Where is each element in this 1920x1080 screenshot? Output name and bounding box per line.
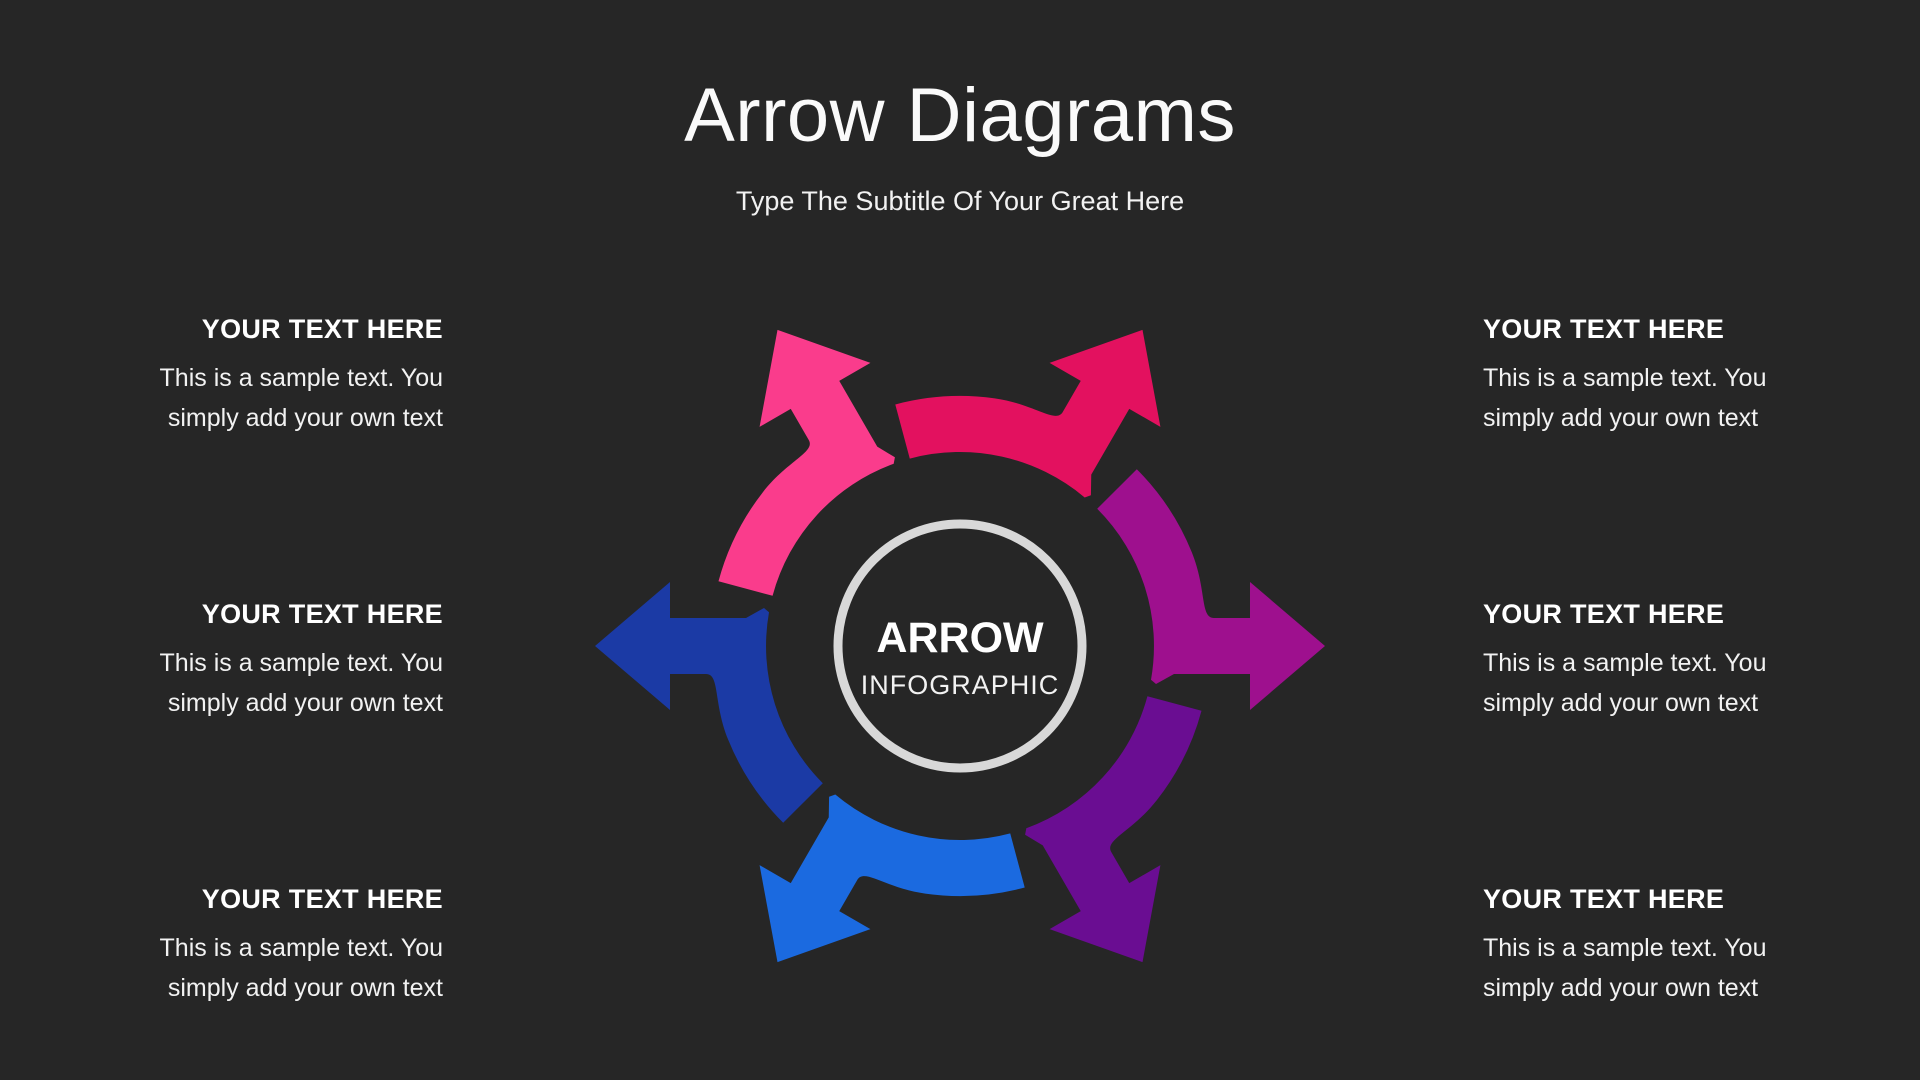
text-block-heading: YOUR TEXT HERE — [201, 884, 443, 914]
center-ring — [833, 519, 1087, 773]
text-block-heading: YOUR TEXT HERE — [201, 314, 443, 344]
arrow-right — [1097, 469, 1325, 710]
text-block-heading: YOUR TEXT HERE — [1483, 314, 1725, 344]
text-block-right-3: YOUR TEXT HERE This is a sample text. Yo… — [1483, 882, 1843, 1008]
text-block-body: This is a sample text. You simply add yo… — [1483, 649, 1767, 717]
text-block-heading: YOUR TEXT HERE — [201, 599, 443, 629]
text-block-body: This is a sample text. You simply add yo… — [1483, 934, 1767, 1002]
center-label-primary: ARROW — [876, 614, 1044, 662]
text-block-heading: YOUR TEXT HERE — [1483, 599, 1725, 629]
text-block-body: This is a sample text. You simply add yo… — [159, 364, 443, 432]
slide-title: Arrow Diagrams — [684, 73, 1236, 158]
arrow-diagram: ARROW INFOGRAPHIC — [595, 266, 1325, 1026]
slide-subtitle: Type The Subtitle Of Your Great Here — [735, 186, 1185, 216]
text-block-left-2: YOUR TEXT HERE This is a sample text. Yo… — [83, 597, 443, 723]
text-block-body: This is a sample text. You simply add yo… — [159, 649, 443, 717]
text-block-right-1: YOUR TEXT HERE This is a sample text. Yo… — [1483, 312, 1843, 438]
text-block-left-3: YOUR TEXT HERE This is a sample text. Yo… — [83, 882, 443, 1008]
text-block-right-2: YOUR TEXT HERE This is a sample text. Yo… — [1483, 597, 1843, 723]
center-label-secondary: INFOGRAPHIC — [861, 670, 1060, 700]
text-block-heading: YOUR TEXT HERE — [1483, 884, 1725, 914]
arrow-bottom-right — [973, 676, 1296, 995]
text-block-body: This is a sample text. You simply add yo… — [1483, 364, 1767, 432]
text-block-left-1: YOUR TEXT HERE This is a sample text. Yo… — [83, 312, 443, 438]
arrow-left — [595, 582, 823, 823]
text-block-body: This is a sample text. You simply add yo… — [159, 934, 443, 1002]
arrow-top-left — [624, 297, 947, 616]
